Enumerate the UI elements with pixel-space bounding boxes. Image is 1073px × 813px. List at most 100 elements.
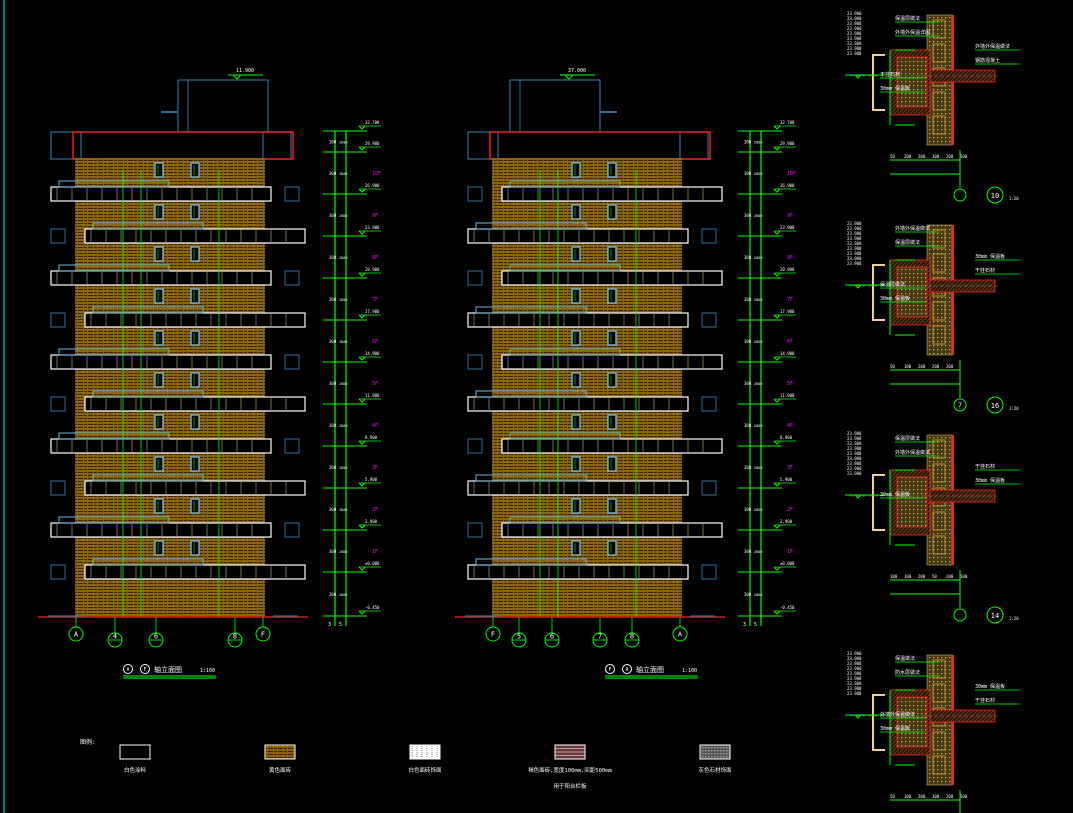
side-box	[701, 396, 717, 412]
level-value: 8.900	[365, 435, 378, 440]
dim-text: 2800	[339, 298, 347, 302]
window	[154, 540, 164, 556]
railing-cap	[92, 306, 204, 314]
railing-cap	[509, 264, 621, 272]
brick-cell	[932, 755, 946, 775]
detail-note: 30mm 保温板	[975, 477, 1005, 484]
window	[571, 330, 581, 346]
dim-text: 2800	[754, 382, 762, 386]
dim-text: 300	[744, 592, 752, 597]
floor-label: 4F	[372, 423, 378, 429]
axis-label: F	[261, 631, 265, 639]
elevation-scale: 1:100	[682, 668, 697, 674]
window	[190, 456, 200, 472]
legend-sublabel: 用于阳台栏板	[553, 782, 587, 790]
dim-text: 300	[329, 549, 337, 554]
level-triangle	[358, 356, 366, 361]
level-triangle	[358, 125, 366, 130]
legend-label: 褐色面砖,宽度100mm,间距500mm	[528, 766, 612, 774]
railing-cap	[58, 432, 170, 440]
level-value: 23.900	[780, 225, 795, 230]
side-box	[467, 270, 483, 286]
parapet-side-left	[50, 131, 82, 160]
railing-cap	[475, 558, 587, 566]
dim-text: 2800	[754, 593, 762, 597]
level-value: 11.900	[365, 393, 380, 398]
side-box	[284, 522, 300, 538]
legend-title: 图例:	[80, 738, 96, 746]
level-triangle	[358, 398, 366, 403]
level-value: 2.900	[780, 519, 793, 524]
level-value: 23.900	[847, 466, 862, 471]
dim-value: 200	[918, 574, 926, 579]
dim-value: 100	[932, 154, 940, 159]
axis-bubble	[953, 608, 967, 622]
dim-text: 300	[329, 297, 337, 302]
level-value: 23.900	[847, 471, 862, 476]
detail-note: 30mm 保温板	[880, 295, 910, 302]
detail-scale: 1:20	[1009, 196, 1019, 201]
dim-text: 300	[744, 381, 752, 386]
penthouse	[509, 79, 601, 133]
window	[607, 456, 617, 472]
level-value: 17.900	[365, 309, 380, 314]
level-triangle	[773, 146, 781, 151]
window	[190, 204, 200, 220]
dim-bottom: 3	[743, 622, 746, 628]
level-triangle	[358, 482, 366, 487]
balcony-slab	[501, 438, 723, 454]
level-triangle	[854, 714, 862, 719]
floor-label: 6F	[787, 339, 793, 345]
dim-value: 500	[960, 154, 968, 159]
legend-label: 黄色面砖	[269, 766, 292, 774]
floor-label: 9F	[787, 213, 793, 219]
dim-text: 300	[329, 255, 337, 260]
detail-note: 防水层做法	[895, 669, 920, 676]
level-value: 32.700	[365, 120, 380, 125]
axis-label: 7	[958, 402, 962, 409]
window	[607, 330, 617, 346]
window	[154, 288, 164, 304]
level-value: 29.900	[780, 141, 795, 146]
brick-cell	[932, 439, 946, 459]
dim-text: 2800	[754, 141, 762, 145]
side-box	[50, 564, 66, 580]
window	[154, 498, 164, 514]
axis-bubble	[953, 398, 967, 412]
window	[154, 204, 164, 220]
axis-label: 7	[598, 633, 602, 641]
balcony-slab	[50, 270, 272, 286]
balcony-slab	[50, 438, 272, 454]
window	[571, 414, 581, 430]
detail-note: 30mm 保温板	[880, 491, 910, 498]
dim-text: 2800	[754, 298, 762, 302]
title-axis: A	[126, 667, 129, 673]
dim-text: 300	[744, 465, 752, 470]
axis-bubble	[68, 626, 84, 642]
level-value: 23.900	[847, 461, 862, 466]
level-triangle	[358, 146, 366, 151]
level-value: 23.900	[847, 436, 862, 441]
balcony-slab	[467, 228, 689, 244]
side-box	[467, 354, 483, 370]
window	[571, 162, 581, 178]
window	[154, 330, 164, 346]
window	[571, 456, 581, 472]
dim-value: 100	[932, 794, 940, 799]
level-value: 23.900	[847, 651, 862, 656]
window	[571, 288, 581, 304]
level-value: 23.900	[847, 36, 862, 41]
railing-cap	[92, 558, 204, 566]
dim-text: 300	[329, 381, 337, 386]
window	[154, 162, 164, 178]
level-triangle	[231, 74, 243, 80]
dim-value: 50	[890, 794, 895, 799]
dim-text: 2800	[339, 256, 347, 260]
railing-cap	[509, 432, 621, 440]
window	[154, 414, 164, 430]
dim-text: 2800	[339, 550, 347, 554]
dim-text: 2800	[754, 424, 762, 428]
floor-label: 7F	[787, 297, 793, 303]
detail-note: 30mm 保温板	[975, 253, 1005, 260]
